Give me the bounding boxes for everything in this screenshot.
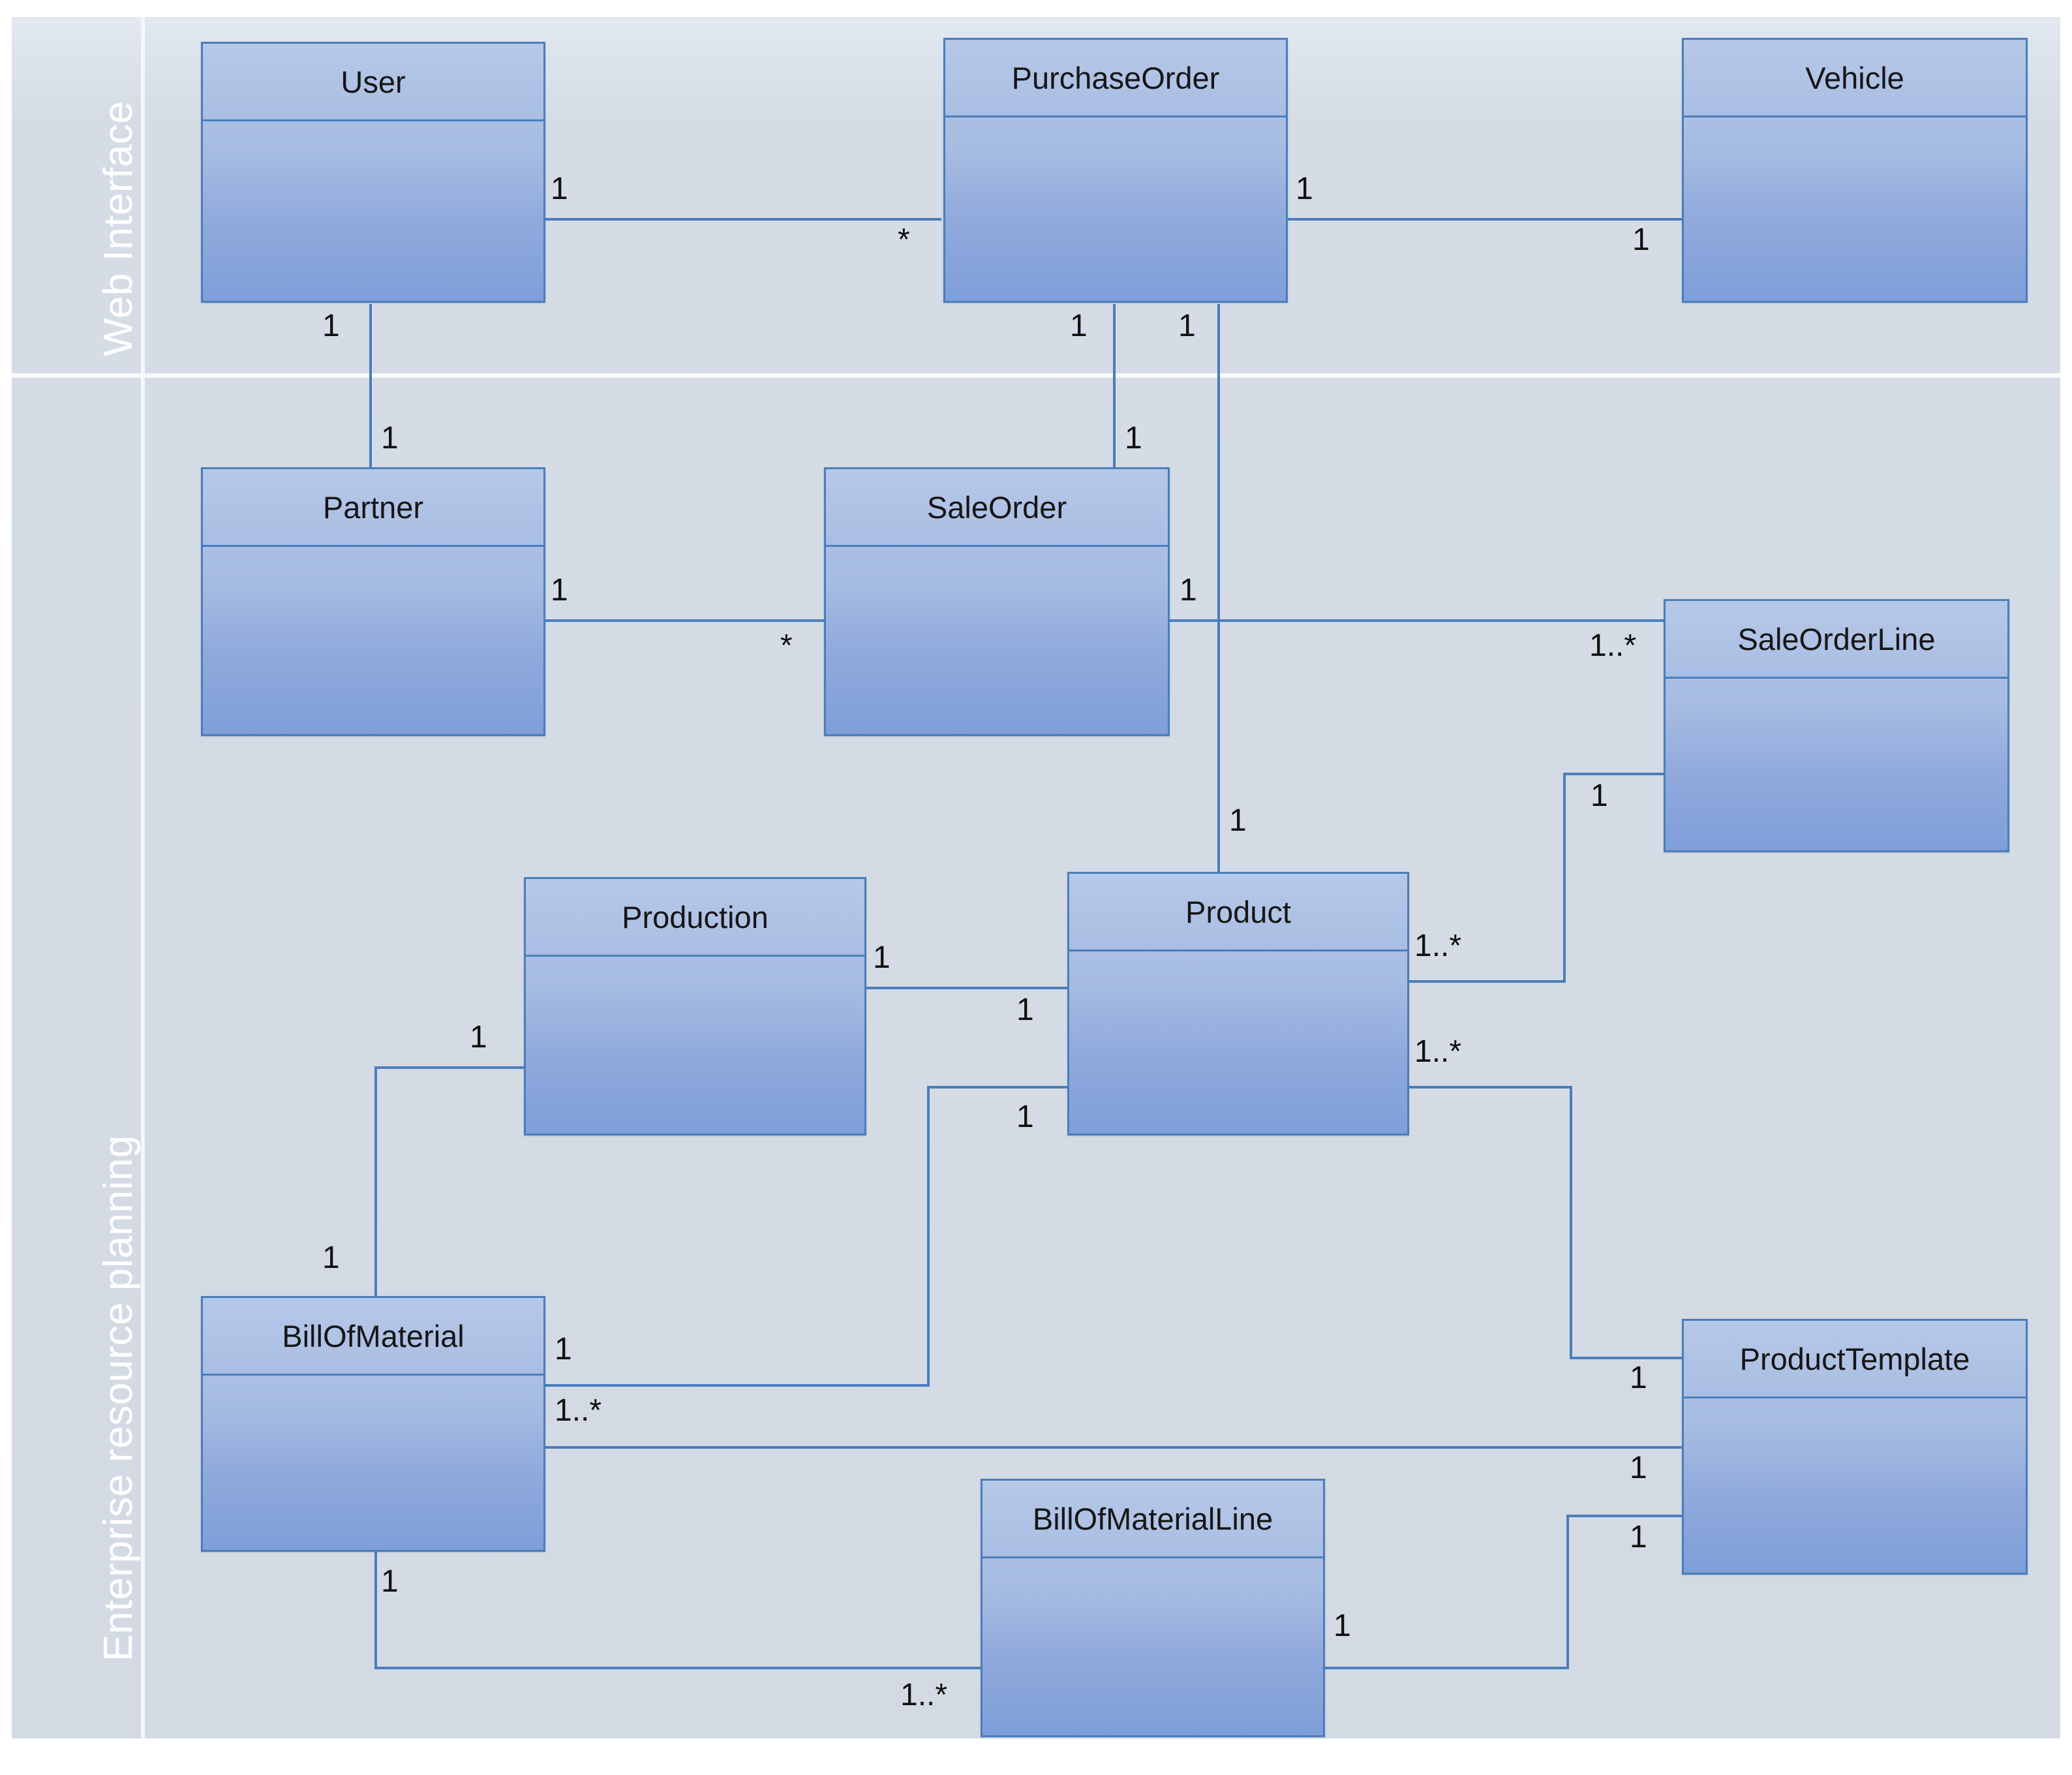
uml-class-saleorder-attributes xyxy=(826,547,1168,734)
multiplicity-billofmaterial-from-production: 1 xyxy=(322,1241,340,1275)
lane-title-web-interface: Web Interface xyxy=(96,100,141,356)
uml-class-billofmaterialline-name: BillOfMaterialLine xyxy=(1032,1501,1273,1536)
uml-class-partner-name: Partner xyxy=(322,489,424,525)
uml-class-vehicle-attributes xyxy=(1684,117,2026,301)
uml-class-partner-header: Partner xyxy=(203,469,543,547)
multiplicity-product-to-producttemplate: 1..* xyxy=(1414,1034,1462,1069)
uml-class-saleorder-name: SaleOrder xyxy=(926,489,1067,525)
uml-class-product-name: Product xyxy=(1185,894,1291,929)
uml-class-saleorderline-attributes xyxy=(1666,679,2007,850)
multiplicity-billofmaterial-to-product: 1 xyxy=(555,1332,572,1366)
uml-class-user-name: User xyxy=(341,64,406,99)
uml-class-billofmaterialline[interactable]: BillOfMaterialLine xyxy=(981,1479,1325,1737)
multiplicity-purchaseorder-to-product: 1 xyxy=(1178,309,1196,343)
uml-class-billofmaterial-attributes xyxy=(203,1376,543,1550)
uml-class-partner-attributes xyxy=(203,547,543,734)
uml-class-billofmaterial[interactable]: BillOfMaterial xyxy=(201,1296,545,1552)
uml-class-product-attributes xyxy=(1069,951,1407,1134)
multiplicity-purchaseorder-to-saleorder: 1 xyxy=(1070,309,1088,343)
uml-class-saleorderline-header: SaleOrderLine xyxy=(1666,601,2007,679)
multiplicity-user-to-purchaseorder: 1 xyxy=(551,172,568,206)
multiplicity-billofmaterial-to-producttemplate: 1..* xyxy=(555,1393,602,1428)
uml-class-vehicle[interactable]: Vehicle xyxy=(1682,38,2028,303)
multiplicity-billofmaterialline-from-billofmaterial: 1..* xyxy=(900,1678,948,1712)
lane-label-column xyxy=(12,17,141,1738)
wire-product-producttemplate xyxy=(1409,1086,1682,1359)
uml-class-saleorder-header: SaleOrder xyxy=(826,469,1168,547)
multiplicity-saleorder-to-saleorderline: 1 xyxy=(1180,573,1197,608)
uml-class-vehicle-name: Vehicle xyxy=(1805,60,1904,95)
uml-class-producttemplate[interactable]: ProductTemplate xyxy=(1682,1319,2028,1575)
multiplicity-product-from-purchaseorder: 1 xyxy=(1229,803,1247,838)
uml-class-producttemplate-attributes xyxy=(1684,1398,2026,1573)
uml-class-user-header: User xyxy=(203,44,543,121)
uml-class-saleorderline-name: SaleOrderLine xyxy=(1737,621,1936,656)
uml-class-vehicle-header: Vehicle xyxy=(1684,40,2026,117)
uml-class-saleorderline[interactable]: SaleOrderLine xyxy=(1664,599,2009,852)
uml-class-billofmaterialline-header: BillOfMaterialLine xyxy=(983,1481,1323,1558)
multiplicity-purchaseorder-to-vehicle: 1 xyxy=(1296,172,1313,206)
multiplicity-product-from-production: 1 xyxy=(1016,993,1034,1027)
multiplicity-vehicle-from-purchaseorder: 1 xyxy=(1632,223,1650,257)
multiplicity-saleorder-from-purchaseorder: 1 xyxy=(1125,421,1142,455)
multiplicity-saleorderline-from-product: 1 xyxy=(1591,779,1608,813)
multiplicity-product-to-saleorderline: 1..* xyxy=(1414,929,1462,963)
uml-class-producttemplate-name: ProductTemplate xyxy=(1739,1341,1970,1376)
uml-class-purchaseorder-attributes xyxy=(945,117,1286,301)
wire-billofmaterial-billofmaterialline xyxy=(374,1552,984,1669)
uml-class-product-header: Product xyxy=(1069,874,1407,951)
uml-class-product[interactable]: Product xyxy=(1067,872,1409,1135)
lane-title-enterprise-resource-planning: Enterprise resource planning xyxy=(96,1135,141,1661)
uml-class-saleorder[interactable]: SaleOrder xyxy=(824,467,1170,736)
uml-class-production-attributes xyxy=(526,957,864,1134)
multiplicity-saleorder-from-partner: * xyxy=(780,628,793,663)
uml-class-user-attributes xyxy=(203,121,543,301)
swimlane-frame: Web Interface Enterprise resource planni… xyxy=(12,17,2060,1738)
uml-class-billofmaterial-header: BillOfMaterial xyxy=(203,1298,543,1376)
wire-billofmaterialline-producttemplate xyxy=(1325,1515,1682,1669)
multiplicity-saleorderline-from-saleorder: 1..* xyxy=(1589,628,1637,663)
multiplicity-purchaseorder-from-user: * xyxy=(898,223,910,257)
multiplicity-billofmaterial-to-billofmaterialline: 1 xyxy=(381,1564,399,1599)
multiplicity-production-to-billofmaterial: 1 xyxy=(470,1020,487,1055)
multiplicity-billofmaterialline-to-producttemplate: 1 xyxy=(1333,1609,1351,1643)
uml-class-production-header: Production xyxy=(526,879,864,957)
uml-class-producttemplate-header: ProductTemplate xyxy=(1684,1321,2026,1398)
uml-class-purchaseorder[interactable]: PurchaseOrder xyxy=(943,38,1288,303)
multiplicity-user-to-partner: 1 xyxy=(322,309,340,343)
uml-class-billofmaterialline-attributes xyxy=(983,1558,1323,1735)
multiplicity-producttemplate-from-product: 1 xyxy=(1630,1361,1647,1395)
uml-class-purchaseorder-name: PurchaseOrder xyxy=(1011,60,1220,95)
multiplicity-producttemplate-from-billofmaterial: 1 xyxy=(1630,1451,1647,1485)
uml-class-user[interactable]: User xyxy=(201,42,545,303)
multiplicity-partner-from-user: 1 xyxy=(381,421,399,455)
multiplicity-product-from-billofmaterial: 1 xyxy=(1016,1100,1034,1134)
uml-class-production-name: Production xyxy=(622,899,769,934)
multiplicity-producttemplate-from-billofmaterialline: 1 xyxy=(1630,1520,1647,1554)
multiplicity-partner-to-saleorder: 1 xyxy=(551,573,568,608)
uml-class-production[interactable]: Production xyxy=(524,877,866,1135)
lane-vertical-divider xyxy=(141,17,145,1738)
uml-class-partner[interactable]: Partner xyxy=(201,467,545,736)
uml-class-purchaseorder-header: PurchaseOrder xyxy=(945,40,1286,117)
uml-class-billofmaterial-name: BillOfMaterial xyxy=(282,1318,465,1353)
multiplicity-production-to-product: 1 xyxy=(873,940,891,975)
lane-horizontal-divider xyxy=(12,373,2060,378)
